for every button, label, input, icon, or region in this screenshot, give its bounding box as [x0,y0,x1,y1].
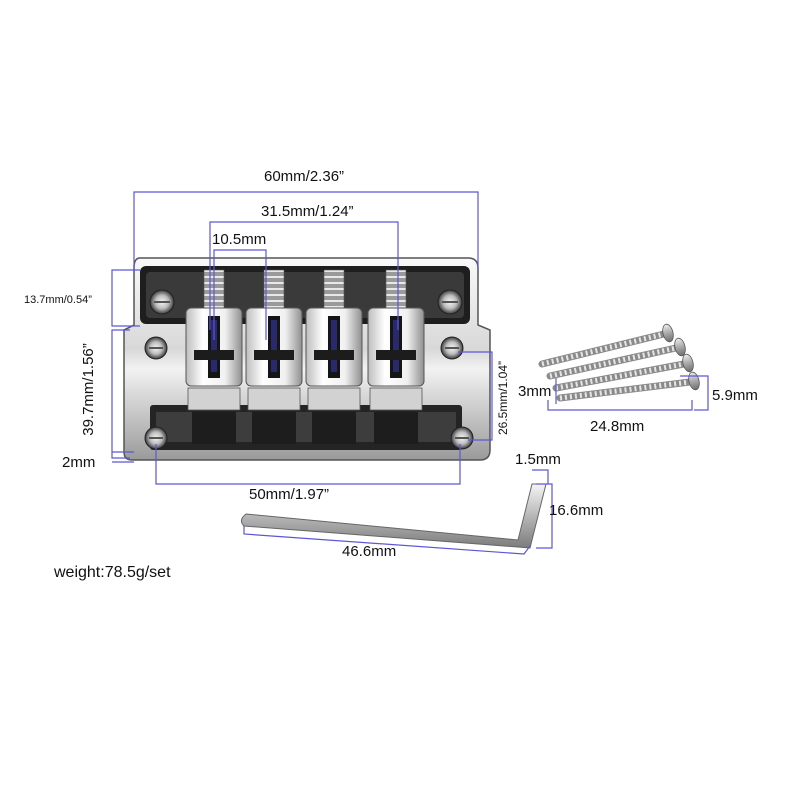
saddle-2 [245,269,303,444]
mount-hole-mid-left [144,336,168,360]
dim-overall-length [111,329,130,459]
label-wrench-length: 46.6mm [342,543,397,560]
label-wrench-height: 16.6mm [549,502,604,519]
dim-overall-width [133,191,479,270]
label-overall-width: 60mm/2.36” [264,168,345,185]
dimension-lines [111,191,709,555]
dim-screw-diameter [680,375,709,411]
label-string-spacing: 31.5mm/1.24” [261,203,354,220]
dim-screw-length [547,400,693,411]
dim-hole-vertical [458,351,493,441]
mount-hole-mid-right [440,336,464,360]
mount-hole-top-right [437,289,463,315]
mounting-screw-1 [538,323,674,368]
dim-wrench-height [536,483,553,549]
mounting-screw-3 [552,353,694,392]
dim-front-height [111,269,140,327]
dim-hole-horizontal [155,444,461,485]
label-hole-horizontal: 50mm/1.97” [249,486,330,503]
saddle-1 [185,269,243,444]
label-screw-length: 24.8mm [590,418,645,435]
mounting-screw-2 [546,337,686,380]
saddle-group [185,269,425,444]
label-plate-thickness: 2mm [62,454,96,471]
label-saddle-width: 10.5mm [212,231,267,248]
dim-wrench-length [243,526,531,555]
label-front-height: 13.7mm/0.54” [24,294,92,306]
label-wrench-arm: 1.5mm [515,451,561,468]
mount-hole-bottom-right [450,426,474,450]
weight-label: weight:78.5g/set [54,564,171,581]
dim-saddle-width [213,249,267,340]
dim-string-spacing [209,221,399,330]
label-screw-diameter: 5.9mm [712,387,758,404]
label-screw-head: 3mm [518,383,552,400]
label-overall-length: 39.7mm/1.56” [79,343,97,436]
label-hole-vertical: 26.5mm/1.04” [496,360,511,436]
saddle-4 [367,269,425,444]
mount-hole-top-left [149,289,175,315]
dim-wrench-arm [532,469,549,484]
dim-plate-thickness [112,451,134,463]
saddle-3 [305,269,363,444]
screw-group [538,323,700,402]
